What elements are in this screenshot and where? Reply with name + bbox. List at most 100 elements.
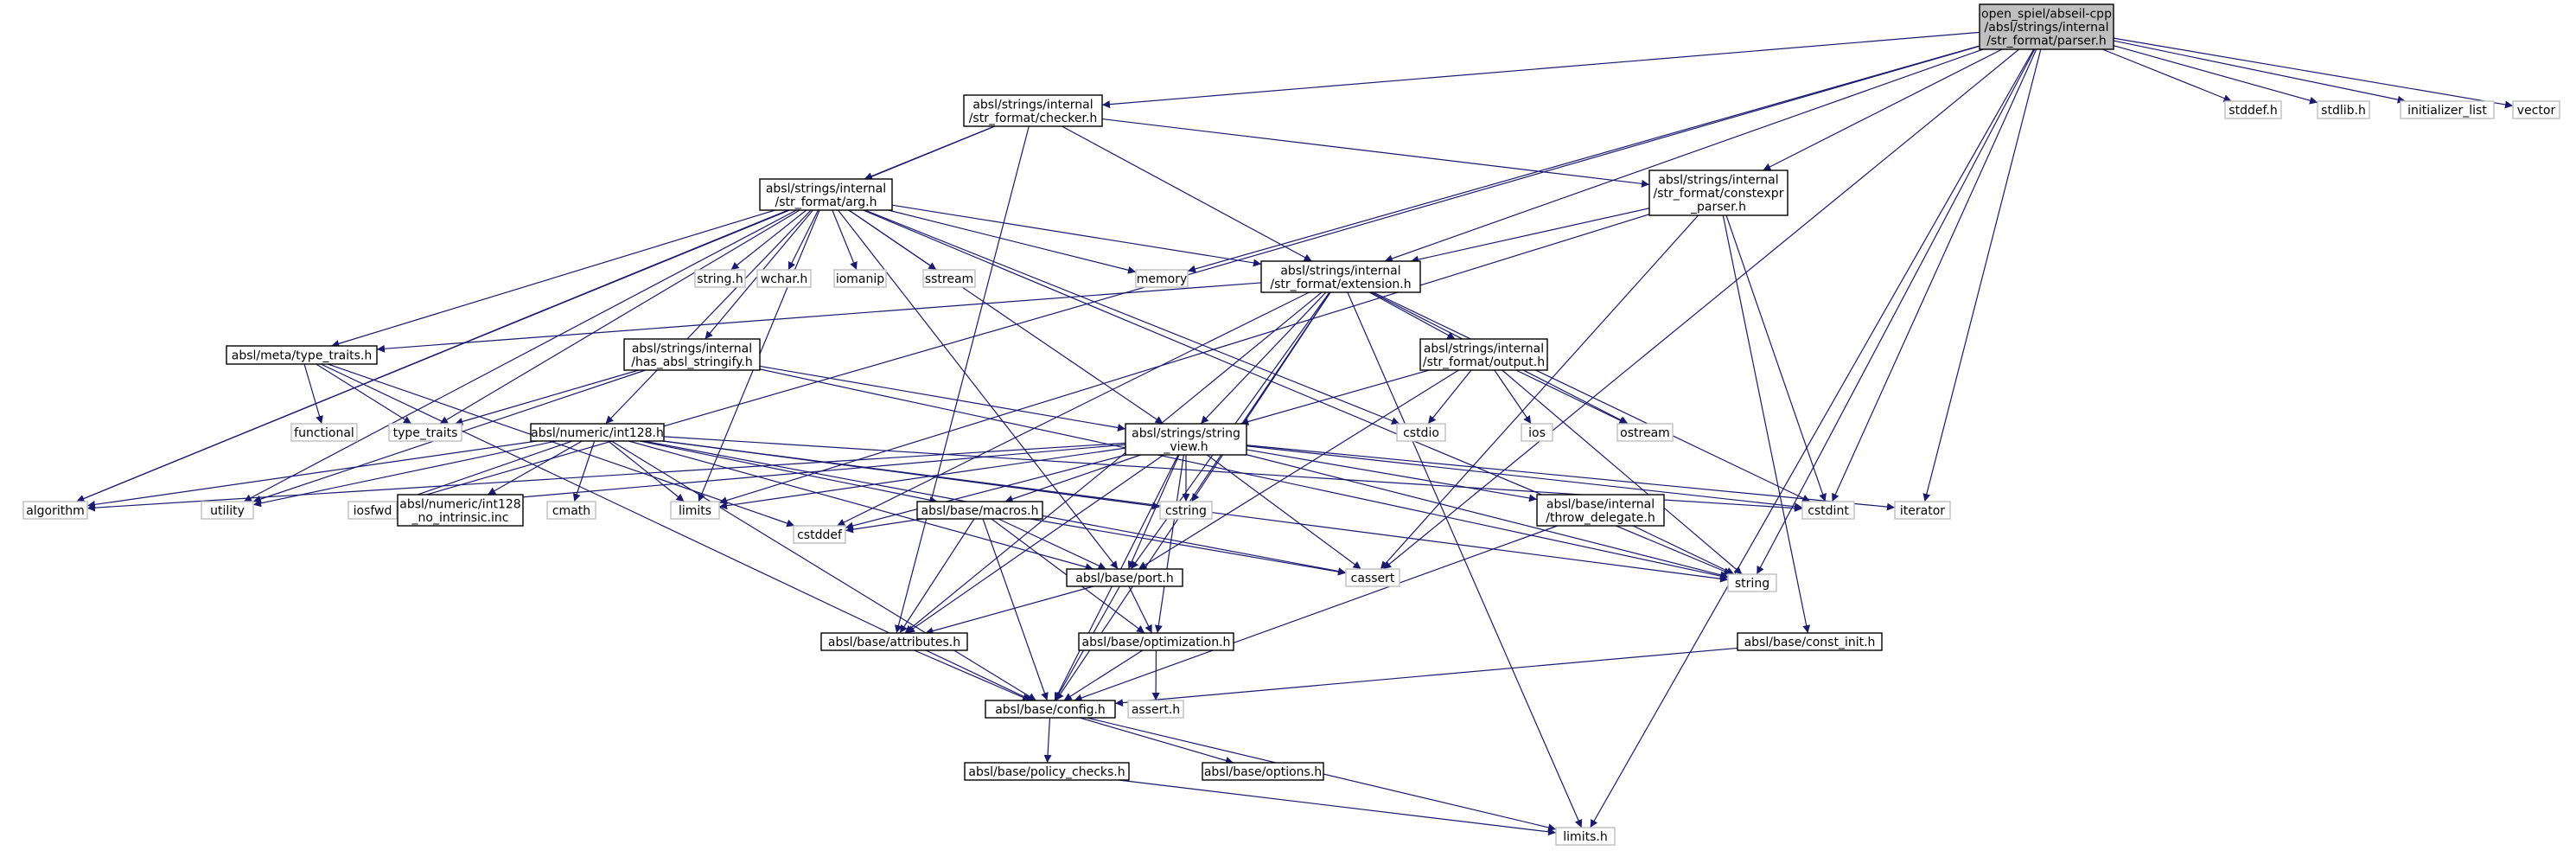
node-config[interactable]: absl/base/config.h [985, 700, 1116, 719]
edge-output-to-ios [1494, 369, 1532, 425]
edge-int128-to-config [611, 440, 1036, 701]
edge-constexpr_parser-to-extension [1410, 208, 1650, 264]
node-options[interactable]: absl/base/options.h [1202, 762, 1324, 781]
edge-checker-to-constexpr_parser [1101, 118, 1650, 188]
node-assert_h: assert.h [1127, 700, 1184, 719]
node-label-line: absl/base/port.h [1075, 572, 1173, 585]
node-label-line: ostream [1620, 426, 1670, 440]
node-extension[interactable]: absl/strings/internal/str_format/extensi… [1260, 260, 1421, 293]
edge-root-to-iterator [1922, 48, 2042, 502]
edge-arg-to-memory [888, 209, 1137, 274]
node-cassert: cassert [1345, 568, 1400, 587]
node-type_traits_h[interactable]: absl/meta/type_traits.h [226, 345, 378, 365]
edge-port-to-attributes [925, 585, 1094, 635]
node-box [546, 501, 596, 520]
node-macros[interactable]: absl/base/macros.h [916, 501, 1043, 520]
edge-constexpr_parser-to-cassert [1380, 214, 1699, 570]
edge-root-to-initializer_list [2113, 40, 2406, 104]
node-box [1616, 423, 1674, 442]
node-label-line: iosfwd [354, 504, 392, 518]
node-label-line: /throw_delegate.h [1546, 511, 1655, 525]
edge-has_stringify-to-type_traits [455, 369, 639, 425]
node-checker[interactable]: absl/strings/internal/str_format/checker… [963, 94, 1103, 127]
node-label-line: vector [2517, 104, 2556, 118]
edge-arg-to-string_view [848, 209, 1164, 425]
node-label-line: /str_format/parser.h [1986, 35, 2107, 48]
edge-string_view-to-throw_delegate [1246, 449, 1538, 502]
edge-macros-to-cassert [1030, 518, 1347, 576]
edge-constexpr_parser-to-const_init [1722, 214, 1811, 634]
edge-has_stringify-to-string_view [759, 365, 1126, 432]
node-label-line: absl/strings/internal [766, 182, 886, 195]
edge-output-to-string [1502, 369, 1743, 575]
node-box [964, 762, 1130, 781]
node-box [1127, 700, 1184, 719]
edge-string_view-to-optimization [1154, 454, 1184, 634]
node-box [2224, 100, 2282, 119]
edge-string_view-to-string [1246, 454, 1729, 579]
node-sstream: sstream [922, 269, 976, 288]
node-output[interactable]: absl/strings/internal/str_format/output.… [1419, 338, 1548, 371]
node-box [1536, 494, 1665, 527]
node-box [1260, 260, 1421, 293]
node-string_view[interactable]: absl/strings/string_view.h [1125, 423, 1247, 456]
node-root[interactable]: open_spiel/abseil-cpp/absl/strings/inter… [1979, 3, 2114, 50]
node-initializer_list: initializer_list [2400, 100, 2495, 119]
node-cstddef: cstddef [793, 525, 846, 544]
nodes-layer: open_spiel/abseil-cpp/absl/strings/inter… [22, 3, 2560, 846]
node-label-line: absl/strings/internal [1658, 174, 1778, 188]
node-box [833, 269, 887, 288]
node-box [2317, 100, 2370, 119]
node-arg[interactable]: absl/strings/internal/str_format/arg.h [759, 178, 893, 211]
node-box [1727, 573, 1777, 592]
node-label-line: _view.h [1163, 440, 1208, 454]
edge-int128-to-int128_no_intrinsic [487, 440, 583, 496]
node-box [756, 269, 812, 288]
node-label-line: /str_format/constexpr [1654, 187, 1784, 201]
node-label-line: cmath [552, 504, 590, 518]
node-memory: memory [1135, 269, 1189, 288]
node-label-line: stdlib.h [2321, 104, 2366, 118]
node-box [348, 501, 398, 520]
node-label-line: open_spiel/abseil-cpp [1981, 8, 2112, 22]
node-box [1396, 423, 1446, 442]
node-label-line: /str_format/output.h [1423, 355, 1545, 369]
node-label-line: cstddef [797, 528, 843, 542]
node-port[interactable]: absl/base/port.h [1066, 568, 1183, 587]
node-label-line: wchar.h [761, 272, 807, 286]
node-optimization[interactable]: absl/base/optimization.h [1078, 632, 1234, 651]
node-box [623, 338, 761, 371]
node-ostream: ostream [1616, 423, 1674, 442]
edge-arg-to-algorithm [76, 209, 788, 502]
node-label-line: string.h [697, 272, 743, 286]
node-label-line: absl/base/internal [1546, 497, 1655, 511]
node-constexpr_parser[interactable]: absl/strings/internal/str_format/constex… [1648, 169, 1789, 216]
node-label-line: /absl/strings/internal [1985, 21, 2109, 35]
edge-string_view-to-cstddef [845, 454, 1126, 530]
node-box [694, 269, 746, 288]
node-box [759, 178, 893, 211]
node-label-line: absl/strings/internal [632, 342, 752, 355]
node-const_init[interactable]: absl/base/const_init.h [1737, 632, 1883, 651]
node-wchar_h: wchar.h [756, 269, 812, 288]
edge-string_view-to-macros [1004, 454, 1141, 503]
node-int128[interactable]: absl/numeric/int128.h [530, 423, 665, 442]
node-box [2400, 100, 2495, 119]
node-int128_no_intrinsic[interactable]: absl/numeric/int128_no_intrinsic.inc [397, 494, 524, 527]
edge-output-to-ostream [1515, 369, 1628, 425]
node-has_stringify[interactable]: absl/strings/internal/has_absl_stringify… [623, 338, 761, 371]
node-box [1159, 501, 1213, 520]
node-policy_checks[interactable]: absl/base/policy_checks.h [964, 762, 1130, 781]
node-box [530, 423, 665, 442]
node-label-line: algorithm [26, 504, 85, 518]
node-string: string [1727, 573, 1777, 592]
edge-root-to-limits_h [1590, 48, 2035, 828]
node-label-line: absl/strings/internal [1424, 342, 1544, 355]
edge-arg-to-int128 [605, 209, 812, 425]
node-box [963, 94, 1103, 127]
node-throw_delegate[interactable]: absl/base/internal/throw_delegate.h [1536, 494, 1665, 527]
node-limits: limits [670, 501, 720, 520]
edge-constexpr_parser-to-limits [718, 214, 1650, 504]
edge-macros-to-cstddef [845, 518, 923, 534]
node-attributes[interactable]: absl/base/attributes.h [820, 632, 968, 651]
